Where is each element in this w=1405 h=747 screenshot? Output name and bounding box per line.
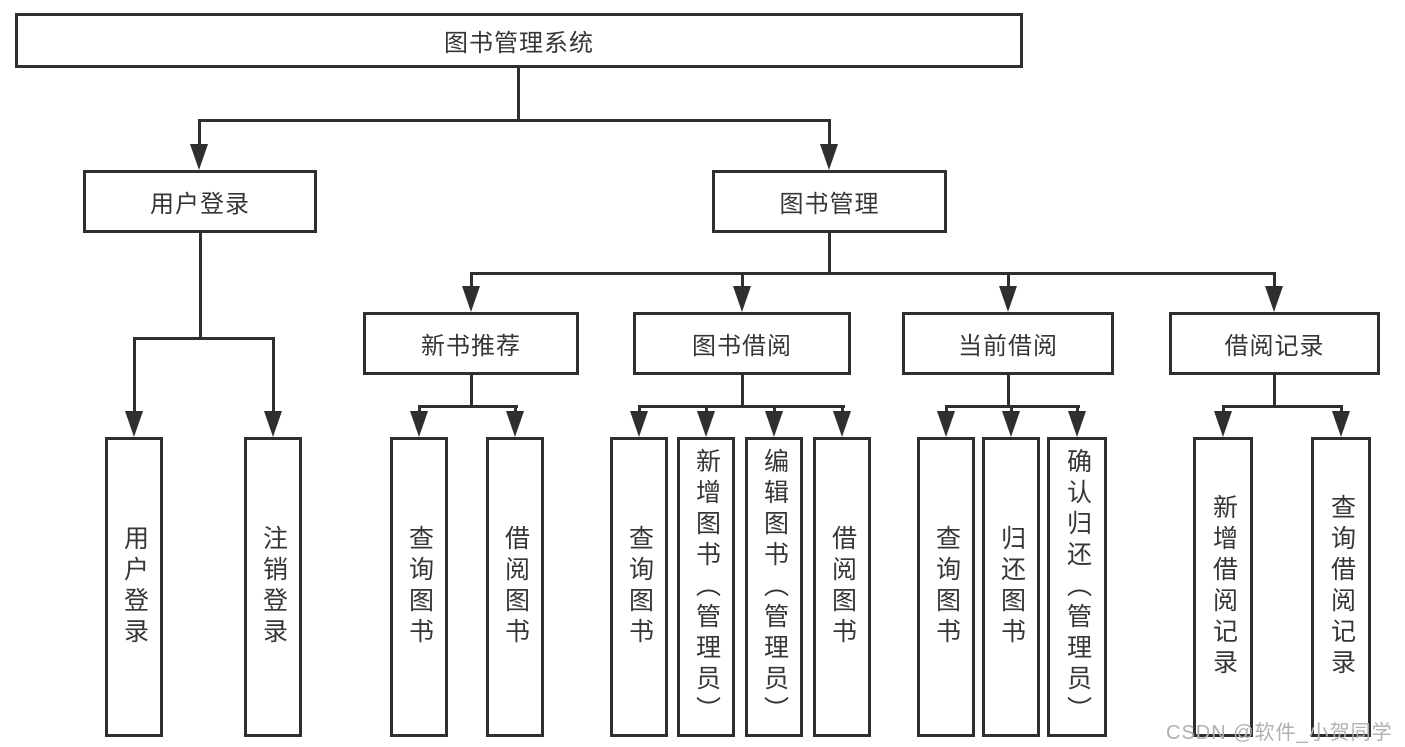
arrow-down-icon bbox=[506, 411, 524, 437]
node-label: 查询借阅记录 bbox=[1327, 494, 1356, 680]
connector-vline bbox=[945, 405, 948, 414]
node-add-borrow-record: 新增借阅记录 bbox=[1193, 437, 1253, 737]
node-book-borrow: 图书借阅 bbox=[633, 312, 851, 375]
arrow-down-icon bbox=[999, 286, 1017, 312]
arrow-down-icon bbox=[820, 144, 838, 170]
connector-vline bbox=[1007, 375, 1010, 408]
node-add-book-admin: 新增图书（管理员） bbox=[677, 437, 735, 737]
node-label: 新增借阅记录 bbox=[1209, 494, 1238, 680]
arrow-down-icon bbox=[733, 286, 751, 312]
node-label: 用户登录 bbox=[120, 525, 149, 649]
connector-hline bbox=[1222, 405, 1343, 408]
node-label: 编辑图书（管理员） bbox=[760, 447, 789, 727]
node-query-book-recommend: 查询图书 bbox=[390, 437, 448, 737]
node-label: 查询图书 bbox=[932, 525, 961, 649]
connector-vline bbox=[841, 405, 844, 414]
node-book-management: 图书管理 bbox=[712, 170, 947, 233]
connector-vline bbox=[741, 272, 744, 289]
connector-vline bbox=[1010, 405, 1013, 414]
arrow-down-icon bbox=[1265, 286, 1283, 312]
node-label: 借阅图书 bbox=[501, 525, 530, 649]
connector-vline bbox=[133, 337, 136, 414]
connector-vline bbox=[198, 119, 201, 147]
node-return-book: 归还图书 bbox=[982, 437, 1040, 737]
node-label: 查询图书 bbox=[405, 525, 434, 649]
connector-vline bbox=[705, 405, 708, 414]
node-label: 借阅记录 bbox=[1224, 333, 1325, 360]
node-label: 用户登录 bbox=[150, 191, 250, 218]
connector-vline bbox=[517, 68, 520, 122]
connector-hline bbox=[198, 119, 831, 122]
node-label: 新书推荐 bbox=[421, 333, 521, 360]
arrow-down-icon bbox=[1332, 411, 1350, 437]
connector-vline bbox=[514, 405, 517, 414]
connector-vline bbox=[1340, 405, 1343, 414]
node-new-book-recommend: 新书推荐 bbox=[363, 312, 579, 375]
connector-vline bbox=[199, 233, 202, 340]
connector-vline bbox=[773, 405, 776, 414]
node-borrow-book: 借阅图书 bbox=[813, 437, 871, 737]
arrow-down-icon bbox=[125, 411, 143, 437]
node-query-borrow-record: 查询借阅记录 bbox=[1311, 437, 1371, 737]
node-label: 借阅图书 bbox=[828, 525, 857, 649]
node-borrow-records: 借阅记录 bbox=[1169, 312, 1380, 375]
node-label: 查询图书 bbox=[625, 525, 654, 649]
connector-vline bbox=[1222, 405, 1225, 414]
arrow-down-icon bbox=[937, 411, 955, 437]
connector-vline bbox=[1007, 272, 1010, 289]
arrow-down-icon bbox=[697, 411, 715, 437]
node-label: 图书借阅 bbox=[692, 333, 792, 360]
node-user-login-action: 用户登录 bbox=[105, 437, 163, 737]
arrow-down-icon bbox=[833, 411, 851, 437]
arrow-down-icon bbox=[765, 411, 783, 437]
arrow-down-icon bbox=[264, 411, 282, 437]
arrow-down-icon bbox=[410, 411, 428, 437]
connector-vline bbox=[741, 375, 744, 408]
node-label: 归还图书 bbox=[997, 525, 1026, 649]
connector-hline bbox=[470, 272, 1276, 275]
node-label: 确认归还（管理员） bbox=[1063, 447, 1092, 727]
connector-vline bbox=[470, 272, 473, 289]
connector-hline bbox=[418, 405, 518, 408]
connector-vline bbox=[1076, 405, 1079, 414]
arrow-down-icon bbox=[1214, 411, 1232, 437]
node-query-book-borrow: 查询图书 bbox=[610, 437, 668, 737]
node-label: 图书管理 bbox=[779, 191, 880, 218]
node-label: 新增图书（管理员） bbox=[692, 447, 721, 727]
connector-vline bbox=[470, 375, 473, 408]
arrow-down-icon bbox=[190, 144, 208, 170]
connector-vline bbox=[638, 405, 641, 414]
arrow-down-icon bbox=[462, 286, 480, 312]
node-logout: 注销登录 bbox=[244, 437, 302, 737]
node-confirm-return-admin: 确认归还（管理员） bbox=[1047, 437, 1107, 737]
node-label: 注销登录 bbox=[259, 525, 288, 649]
node-borrow-book-recommend: 借阅图书 bbox=[486, 437, 544, 737]
node-library-management-system: 图书管理系统 bbox=[15, 13, 1023, 68]
connector-vline bbox=[828, 233, 831, 275]
connector-vline bbox=[1273, 375, 1276, 408]
node-edit-book-admin: 编辑图书（管理员） bbox=[745, 437, 803, 737]
node-query-book-current: 查询图书 bbox=[917, 437, 975, 737]
watermark: CSDN @软件_小贺同学 bbox=[1166, 722, 1393, 744]
arrow-down-icon bbox=[1002, 411, 1020, 437]
connector-vline bbox=[828, 119, 831, 147]
node-label: 图书管理系统 bbox=[444, 30, 594, 57]
connector-hline bbox=[638, 405, 845, 408]
connector-vline bbox=[272, 337, 275, 414]
arrow-down-icon bbox=[1068, 411, 1086, 437]
node-current-borrow: 当前借阅 bbox=[902, 312, 1114, 375]
connector-hline bbox=[133, 337, 275, 340]
connector-vline bbox=[1273, 272, 1276, 289]
node-user-login: 用户登录 bbox=[83, 170, 317, 233]
connector-vline bbox=[418, 405, 421, 414]
arrow-down-icon bbox=[630, 411, 648, 437]
node-label: 当前借阅 bbox=[958, 333, 1058, 360]
